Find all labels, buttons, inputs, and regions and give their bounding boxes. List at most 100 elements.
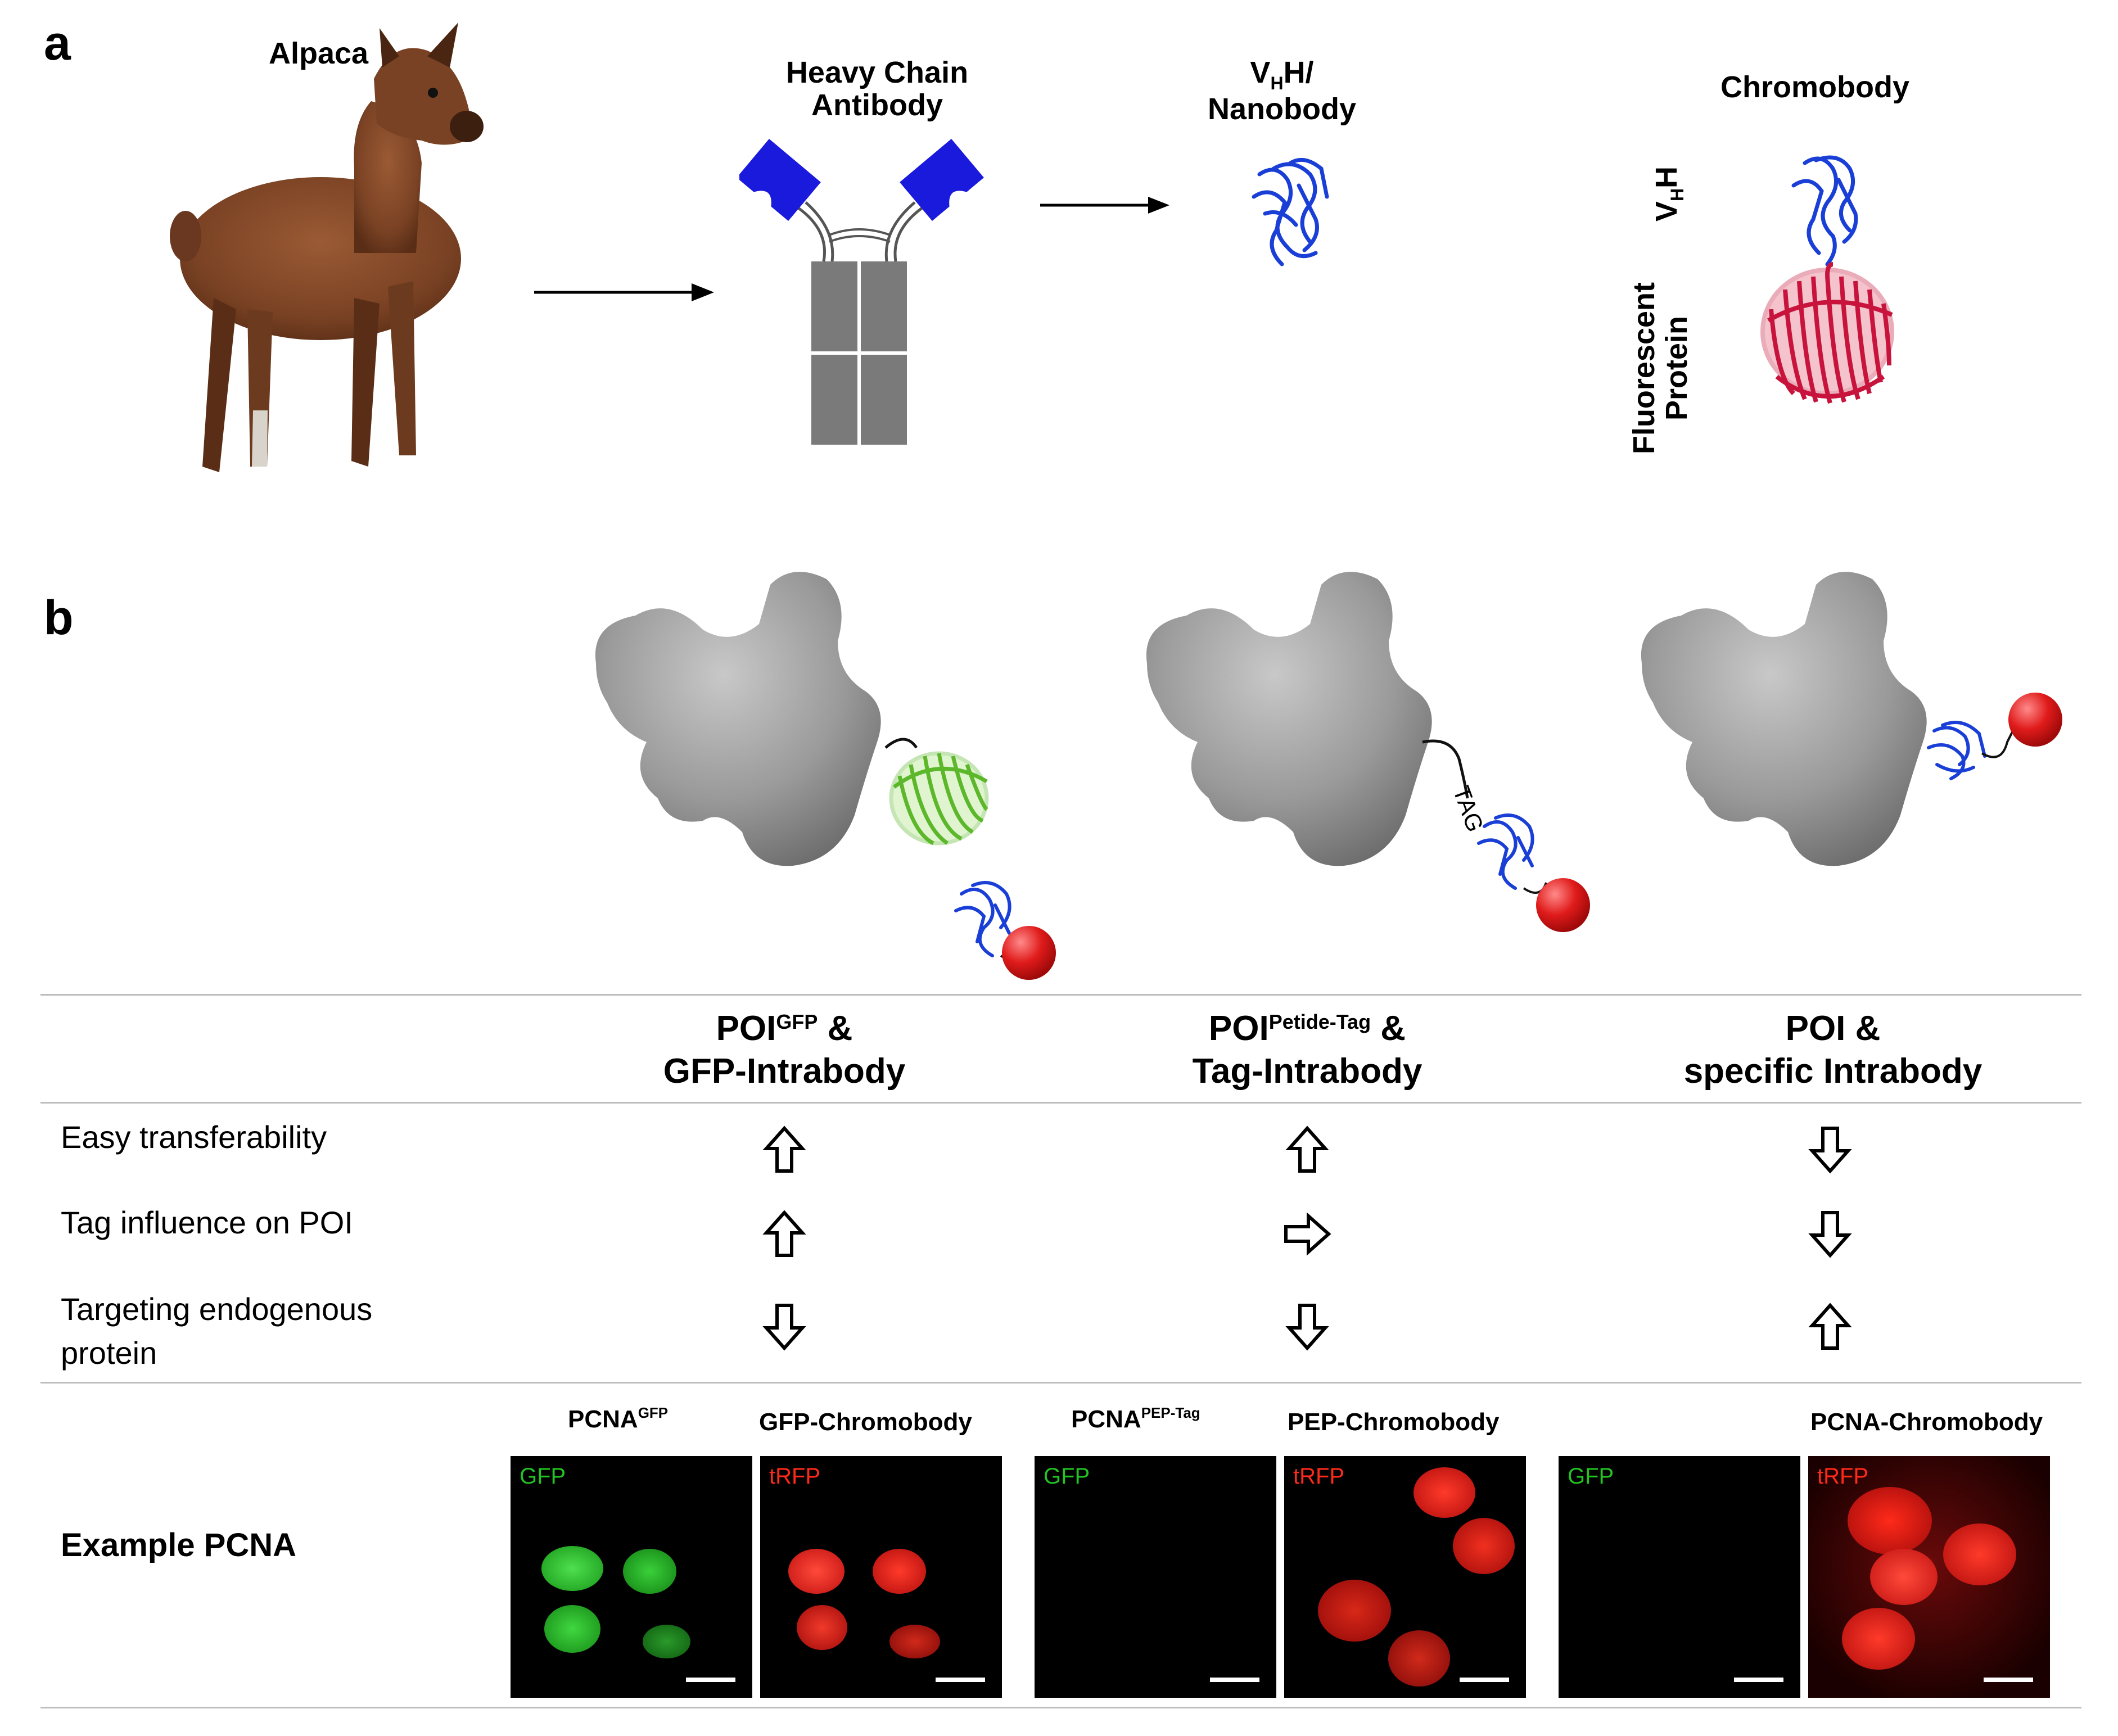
channel-label: GFP [520,1464,566,1489]
row-label-endogenous-line1: Targeting endogenous [61,1291,373,1327]
arrow-up-icon [762,1125,806,1173]
vhh-v: V [1250,56,1271,89]
img-header-pcna-gfp: PCNAGFP [568,1404,669,1434]
cell [623,1549,676,1594]
col2-main: POI [1208,1009,1269,1048]
construct-tag-intrabody: TAG [1146,572,1590,932]
side-vhh-label: VHH [1650,149,1690,239]
row-label-transferability: Easy transferability [61,1119,327,1155]
cell [541,1546,603,1591]
cell [797,1605,847,1650]
cell [788,1549,845,1594]
col3-line2: specific Intrabody [1683,1051,1982,1091]
arrow-down-icon [1285,1304,1329,1351]
cell [1943,1523,2016,1585]
chromobody-label: Chromobody [1720,70,1909,104]
row-label-tag-influence: Tag influence on POI [61,1205,353,1240]
channel-label: GFP [1568,1464,1614,1489]
table-bottom-line [40,1707,2081,1708]
cell [643,1625,690,1658]
scale-bar [1984,1678,2033,1682]
col2-sup: Petide-Tag [1268,1010,1371,1033]
cell [1870,1549,1938,1605]
img-hdr1-main: PCNA [568,1405,638,1433]
alpaca-label: Alpaca [269,37,369,70]
col2-line2: Tag-Intrabody [1192,1051,1422,1091]
side-vhh-sub: H [1667,188,1687,202]
arrow-down-icon [762,1304,806,1351]
alpaca-illustration [170,22,484,472]
side-fp-line1: Fluorescent [1627,282,1661,455]
img-header-pcna-pep: PCNAPEP-Tag [1071,1404,1200,1434]
micro-image-5: GFP [1559,1456,1800,1698]
row-label-endogenous-line2: protein [61,1335,157,1371]
img-hdr3-sup: PEP-Tag [1141,1404,1200,1421]
arrow-down-icon [1808,1127,1852,1174]
img-header-pcna-chromobody: PCNA-Chromobody [1810,1408,2043,1436]
channel-label: GFP [1044,1464,1090,1489]
channel-label: tRFP [1817,1464,1869,1489]
cell [544,1605,600,1653]
micro-image-1: GFP [511,1456,752,1698]
vhh-ribbon-structure [1252,157,1329,266]
hcab-label: Heavy Chain Antibody [759,56,995,122]
arrow-up-icon [1285,1125,1329,1173]
arrow-up-icon [1808,1303,1852,1350]
nanobody-word: Nanobody [1208,92,1356,126]
col-header-tag: POIPetide-Tag & Tag-Intrabody [1054,1007,1560,1092]
side-vhh-rest: H [1650,166,1683,188]
panel-letter-b: b [44,591,74,645]
col1-rest: & [818,1009,853,1048]
chromobody-structure [1760,155,1894,404]
side-vhh-v: V [1650,201,1683,222]
construct-specific-intrabody [1641,572,2062,866]
cell [1318,1580,1391,1642]
scale-bar [936,1678,985,1682]
heavy-chain-antibody-diagram [739,138,984,445]
cell [1848,1487,1932,1554]
channel-label: tRFP [1293,1464,1345,1489]
cell [889,1625,940,1658]
vhh-sub-h: H [1270,73,1284,93]
cell [873,1549,926,1594]
panel-letter-a: a [44,16,71,70]
scale-bar [686,1678,735,1682]
arrow-alpaca-to-antibody [534,283,714,301]
cell [1453,1518,1515,1574]
col1-line2: GFP-Intrabody [663,1051,906,1091]
scale-bar [1460,1678,1509,1682]
col1-main: POI [716,1009,776,1048]
hcab-label-line2: Antibody [811,88,943,123]
img-header-gfp-chromobody: GFP-Chromobody [759,1408,972,1436]
vhh-nanobody-label: VHH/ Nanobody [1186,56,1378,126]
vhh-h-rest: H/ [1283,56,1314,89]
table-middle-line [40,1382,2081,1384]
img-hdr3-main: PCNA [1071,1405,1141,1433]
micro-image-2: tRFP [760,1456,1002,1698]
micro-image-4: tRFP [1284,1456,1526,1698]
channel-label: tRFP [769,1464,821,1489]
example-pcna-label: Example PCNA [61,1527,297,1563]
col-header-gfp: POIGFP & GFP-Intrabody [531,1007,1037,1092]
img-header-pep-chromobody: PEP-Chromobody [1288,1408,1500,1436]
hcab-label-line1: Heavy Chain [785,56,969,89]
tag-text: TAG [1448,783,1489,835]
micro-image-3: GFP [1035,1456,1276,1698]
col3-main: POI & [1785,1009,1881,1048]
arrow-right-icon [1284,1212,1331,1256]
micro-image-6: tRFP [1808,1456,2050,1698]
arrow-antibody-to-vhh [1040,197,1169,214]
construct-gfp-intrabody [595,572,1056,980]
col2-rest: & [1371,1009,1406,1048]
arrow-up-icon [762,1210,806,1257]
col1-sup: GFP [776,1010,818,1033]
cell [1413,1467,1475,1518]
cell [1388,1630,1450,1687]
cell [1842,1608,1915,1670]
arrow-down-icon [1808,1211,1852,1258]
scale-bar [1734,1678,1783,1682]
side-fp-line2: Protein [1660,315,1694,421]
row-label-endogenous: Targeting endogenous protein [61,1287,372,1376]
col-header-specific: POI & specific Intrabody [1580,1007,2086,1092]
img-hdr1-sup: GFP [638,1404,669,1421]
